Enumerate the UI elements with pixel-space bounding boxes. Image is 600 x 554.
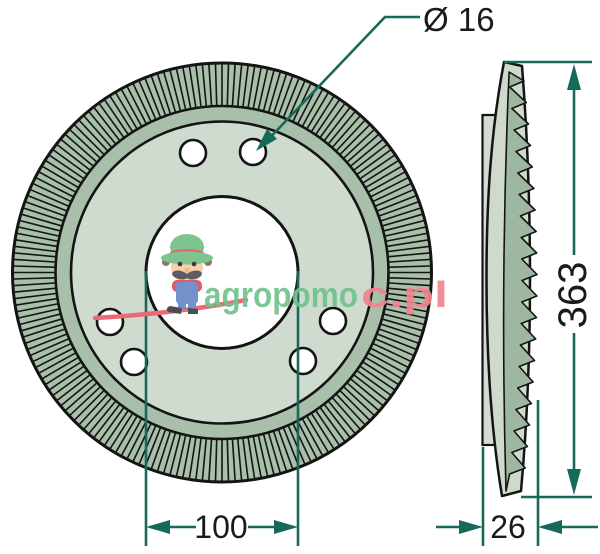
eye bbox=[177, 261, 183, 267]
teeth-inner-circle bbox=[54, 104, 390, 441]
hole-diameter-label: Ø 16 bbox=[423, 1, 495, 38]
arrowhead-right bbox=[274, 520, 298, 534]
front-view-wheel bbox=[11, 61, 433, 484]
dim-bore-diameter: 100 bbox=[144, 271, 300, 546]
leader-arrowhead bbox=[256, 129, 277, 151]
outer-diameter-label: 363 bbox=[551, 262, 595, 329]
bolt-hole bbox=[119, 347, 149, 377]
boot bbox=[166, 306, 182, 314]
hat-brim bbox=[161, 251, 213, 265]
bore-diameter-label: 100 bbox=[194, 509, 247, 545]
rim-teeth-serrations bbox=[13, 64, 431, 481]
arrowhead-left bbox=[538, 520, 562, 534]
rim-profile-teeth bbox=[502, 71, 538, 492]
mustache-left bbox=[172, 270, 188, 280]
dim-hole-diameter: Ø 16 bbox=[256, 1, 495, 151]
arrowhead-up bbox=[567, 64, 581, 90]
bolt-hole bbox=[95, 307, 125, 337]
nose bbox=[184, 267, 190, 273]
boot bbox=[188, 308, 198, 314]
watermark-logo: agropomo c.pl bbox=[92, 234, 448, 321]
bolt-hole bbox=[318, 306, 348, 336]
leg bbox=[178, 300, 186, 310]
dim-thickness: 26 bbox=[436, 400, 598, 546]
arrowhead-left bbox=[146, 520, 170, 534]
side-view-profile bbox=[481, 60, 538, 498]
mustache-right bbox=[186, 270, 202, 280]
central-bore-hole bbox=[144, 195, 300, 350]
bolt-hole bbox=[288, 346, 318, 376]
brand-text-red: c.pl bbox=[361, 274, 448, 315]
brand-text-green: agropomo bbox=[204, 274, 358, 315]
thickness-label: 26 bbox=[490, 509, 526, 545]
dim-outer-diameter: 363 bbox=[504, 60, 595, 499]
bolt-hole bbox=[178, 138, 208, 168]
overalls bbox=[176, 282, 198, 304]
arrowhead-right bbox=[459, 520, 483, 534]
arrowhead-down bbox=[567, 469, 581, 495]
farmer-mascot bbox=[161, 234, 213, 314]
dimension-annotations: Ø 16 100 363 bbox=[144, 1, 598, 546]
leg bbox=[188, 300, 196, 310]
eye bbox=[191, 261, 197, 267]
leader-line bbox=[261, 15, 420, 147]
